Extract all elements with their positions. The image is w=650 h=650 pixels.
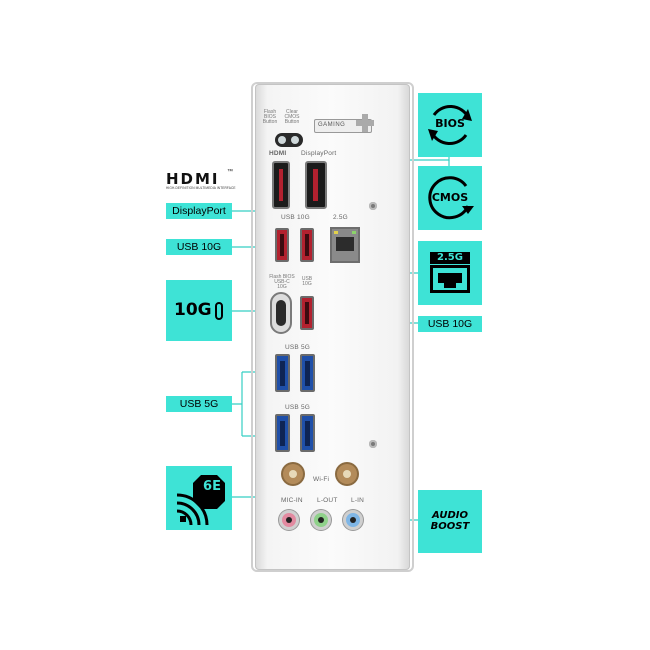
hdmi-port[interactable] (272, 161, 290, 209)
displayport-port[interactable] (305, 161, 327, 209)
flash-bios-button[interactable] (278, 136, 286, 144)
usb-c-10g-callout: 10G (166, 280, 232, 341)
hdmi-logo-icon: HDMI ™ HIGH-DEFINITION MULTIMEDIA INTERF… (166, 169, 236, 190)
cmos-label: CMOS (431, 191, 469, 204)
hdmi-port-label: HDMI (269, 150, 287, 157)
hdmi-logo-text: HDMI (166, 170, 220, 188)
usb10g-right-callout: USB 10G (418, 316, 482, 332)
wifi-icon (176, 475, 225, 525)
wifi-6e-label: 6E (203, 479, 221, 494)
usb10g-side-port[interactable] (300, 296, 314, 330)
usb5g-port-2[interactable] (300, 354, 315, 392)
screw-bottom (369, 440, 377, 448)
usb5g-line (232, 371, 290, 437)
ethernet-icon: 2.5G (430, 252, 470, 294)
lan-speed-label: 2.5G (430, 252, 470, 264)
flash-bios-usbc-label: Flash BIOS USB-C 10G (269, 274, 295, 290)
usb-c-icon: 10G (174, 300, 224, 322)
usb10g-port-flash[interactable] (275, 228, 289, 262)
usbc-speed-label: 10G (174, 299, 212, 320)
usb-c-port[interactable] (270, 292, 292, 334)
audio-label-line2: BOOST (430, 521, 470, 532)
bios-cmos-buttons[interactable] (275, 133, 303, 147)
bios-refresh-icon (428, 104, 472, 146)
usb5g-port-3[interactable] (275, 414, 290, 452)
usb5g-label-a: USB 5G (285, 344, 311, 351)
usb10g-port-2[interactable] (300, 228, 314, 262)
gaming-label: GAMING (318, 122, 346, 128)
l-in-label: L-IN (351, 497, 365, 504)
displayport-callout: DisplayPort (166, 203, 232, 219)
usb5g-port-1[interactable] (275, 354, 290, 392)
displayport-port-label: DisplayPort (301, 150, 337, 157)
clear-cmos-button[interactable] (291, 136, 299, 144)
lan-port-label: 2.5G (333, 214, 348, 221)
usb10g-top-label: USB 10G (281, 214, 310, 221)
lan-port[interactable] (330, 227, 360, 263)
hdmi-tagline: HIGH-DEFINITION MULTIMEDIA INTERFACE (166, 186, 236, 190)
bios-callout: BIOS (418, 93, 482, 157)
flash-bios-label: Flash BIOS Button (262, 109, 278, 125)
audio-boost-callout: AUDIO BOOST (418, 490, 482, 553)
line-out-jack[interactable] (311, 510, 331, 530)
screw-top (369, 202, 377, 210)
wifi-antenna-2[interactable] (337, 464, 357, 484)
audio-label-line1: AUDIO (432, 510, 468, 521)
line-in-jack[interactable] (343, 510, 363, 530)
hdmi-tm: ™ (227, 169, 233, 175)
usb10g-left-callout: USB 10G (166, 239, 232, 255)
lan-2.5g-callout: 2.5G (418, 241, 482, 305)
l-out-label: L-OUT (317, 497, 338, 504)
cmos-callout: CMOS (418, 166, 482, 230)
wifi-port-label: Wi-Fi (313, 476, 330, 483)
usb5g-callout: USB 5G (166, 396, 232, 412)
io-shield-panel: Flash BIOS Button Clear CMOS Button GAMI… (251, 82, 414, 572)
cmos-reset-icon (428, 176, 474, 220)
usb5g-label-b: USB 5G (285, 404, 311, 411)
bios-label: BIOS (435, 117, 465, 130)
mic-in-label: MIC-IN (281, 497, 303, 504)
wifi-antenna-1[interactable] (283, 464, 303, 484)
gamepad-icon (356, 114, 374, 132)
usb10g-side-label: USB 10G (301, 276, 313, 287)
mic-in-jack[interactable] (279, 510, 299, 530)
clear-cmos-label: Clear CMOS Button (284, 109, 300, 125)
usb5g-port-4[interactable] (300, 414, 315, 452)
wifi-6e-callout: 6E (166, 466, 232, 530)
